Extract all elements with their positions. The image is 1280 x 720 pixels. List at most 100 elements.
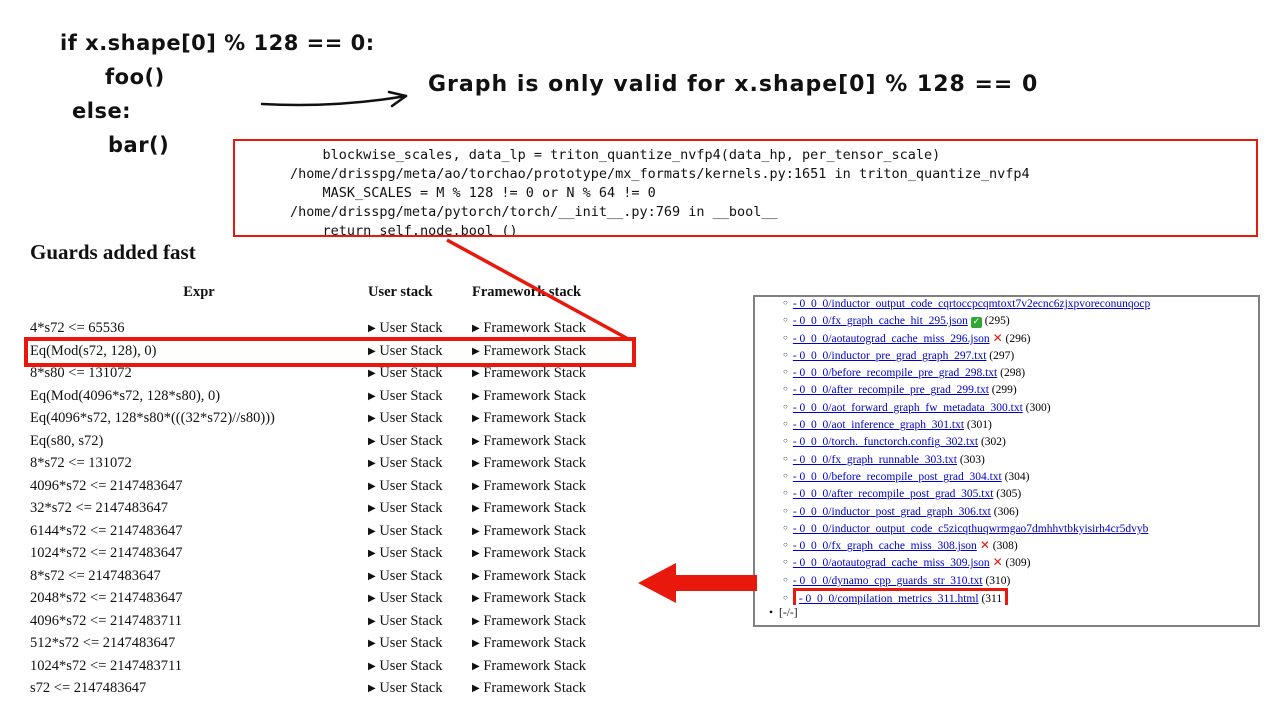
circle-bullet-icon: ○ (783, 332, 788, 342)
expand-triangle-icon: ▶ (472, 435, 480, 447)
file-link[interactable]: - 0_0_0/torch._functorch.config_302.txt (792, 436, 979, 449)
framework-stack-toggle[interactable]: ▶ Framework Stack (472, 475, 637, 498)
expand-triangle-icon: ▶ (368, 638, 376, 649)
framework-stack-toggle[interactable]: ▶ Framework Stack (472, 632, 637, 655)
user-stack-toggle[interactable]: ▶ User Stack (368, 362, 472, 385)
expand-triangle-icon: ▶ (472, 660, 480, 672)
user-stack-toggle[interactable]: ▶ User Stack (368, 520, 472, 543)
user-stack-toggle[interactable]: ▶ User Stack (368, 430, 472, 453)
guards-table-body: 4*s72 <= 65536▶ User Stack▶ Framework St… (30, 317, 642, 700)
framework-stack-toggle[interactable]: ▶ Framework Stack (472, 542, 637, 565)
user-stack-toggle[interactable]: ▶ User Stack (368, 385, 472, 408)
file-list-item: ○- 0_0_0/aot_forward_graph_fw_metadata_3… (761, 398, 1258, 415)
file-link[interactable]: - 0_0_0/before_recompile_post_grad_304.t… (792, 470, 1002, 483)
user-stack-toggle[interactable]: ▶ User Stack (368, 475, 472, 498)
file-anchor-number: (298) (997, 367, 1026, 380)
expand-triangle-icon: ▶ (472, 458, 480, 469)
expand-triangle-icon: ▶ (368, 683, 376, 694)
user-stack-toggle[interactable]: ▶ User Stack (368, 452, 472, 475)
file-list-item: ○- 0_0_0/dynamo_cpp_guards_str_310.txt (… (761, 571, 1258, 588)
framework-stack-toggle[interactable]: ▶ Framework Stack (472, 677, 637, 700)
file-link[interactable]: - 0_0_0/aot_forward_graph_fw_metadata_30… (792, 401, 1023, 414)
expand-triangle-icon: ▶ (472, 638, 480, 649)
framework-stack-toggle[interactable]: ▶ Framework Stack (472, 497, 637, 520)
expand-triangle-icon: ▶ (472, 368, 480, 379)
expand-triangle-icon: ▶ (472, 480, 480, 492)
user-stack-toggle[interactable]: ▶ User Stack (368, 587, 472, 610)
guard-expr: 512*s72 <= 2147483647 (30, 635, 176, 651)
file-anchor-number: (301) (964, 419, 992, 432)
file-link[interactable]: - 0_0_0/aotautograd_cache_miss_309.json (792, 557, 990, 570)
file-anchor-number: (311 (978, 593, 1003, 606)
file-link[interactable]: - 0_0_0/before_recompile_pre_grad_298.tx… (792, 367, 998, 380)
guard-row: Eq(s80, s72)▶ User Stack▶ Framework Stac… (30, 430, 642, 453)
file-entry: - 0_0_0/dynamo_cpp_guards_str_310.txt (3… (793, 571, 1011, 588)
file-link[interactable]: - 0_0_0/after_recompile_pre_grad_299.txt (792, 384, 989, 397)
file-entry: - 0_0_0/fx_graph_runnable_303.txt (303) (793, 450, 985, 467)
file-entry: - 0_0_0/fx_graph_cache_hit_295.json✓ (29… (792, 311, 1010, 329)
framework-stack-toggle[interactable]: ▶ Framework Stack (472, 407, 637, 430)
trace-line: /home/drisspg/meta/ao/torchao/prototype/… (290, 166, 1030, 182)
user-stack-toggle[interactable]: ▶ User Stack (368, 407, 472, 430)
footer-label: [-/-] (779, 607, 798, 620)
file-entry: - 0_0_0/before_recompile_pre_grad_298.tx… (793, 363, 1025, 380)
red-arrow-icon (638, 563, 757, 603)
handwritten-code-snippet: if x.shape[0] % 128 == 0: foo() else: ba… (60, 26, 375, 162)
circle-bullet-icon: ○ (783, 593, 788, 603)
framework-stack-toggle[interactable]: ▶ Framework Stack (472, 362, 637, 385)
file-list-item: ○ - 0_0_0/compilation_metrics_311.html (3… (761, 588, 1258, 606)
file-link[interactable]: - 0_0_0/fx_graph_cache_miss_308.json (792, 540, 977, 553)
framework-stack-toggle[interactable]: ▶ Framework Stack (472, 587, 637, 610)
file-entry: - 0_0_0/aot_inference_graph_301.txt (301… (793, 415, 992, 432)
user-stack-toggle[interactable]: ▶ User Stack (368, 565, 472, 588)
file-link[interactable]: - 0_0_0/inductor_post_grad_graph_306.txt (792, 505, 991, 518)
framework-stack-toggle[interactable]: ▶ Framework Stack (472, 385, 637, 408)
file-anchor-number: (300) (1022, 401, 1051, 414)
file-link[interactable]: - 0_0_0/fx_graph_runnable_303.txt (792, 453, 958, 466)
user-stack-toggle[interactable]: ▶ User Stack (368, 677, 472, 700)
framework-stack-toggle[interactable]: ▶ Framework Stack (472, 452, 637, 475)
flow-arrow-head-icon (387, 90, 408, 108)
framework-stack-toggle[interactable]: ▶ Framework Stack (472, 317, 637, 340)
file-link[interactable]: - 0_0_0/inductor_output_code_c5zicqthuqw… (792, 522, 1149, 535)
guards-table: Expr User stack Framework stack 4*s72 <=… (30, 279, 642, 700)
user-stack-toggle[interactable]: ▶ User Stack (368, 497, 472, 520)
user-stack-toggle[interactable]: ▶ User Stack (368, 610, 472, 633)
guard-row: s72 <= 2147483647▶ User Stack▶ Framework… (30, 677, 642, 700)
expand-triangle-icon: ▶ (472, 503, 480, 514)
guard-row: 8*s72 <= 2147483647▶ User Stack▶ Framewo… (30, 565, 642, 588)
file-link[interactable]: - 0_0_0/dynamo_cpp_guards_str_310.txt (792, 574, 983, 587)
file-link[interactable]: - 0_0_0/inductor_pre_grad_graph_297.txt (792, 349, 987, 362)
framework-stack-toggle[interactable]: ▶ Framework Stack (472, 520, 637, 543)
guard-expr: 6144*s72 <= 2147483647 (30, 522, 183, 539)
file-anchor-number: (304) (1001, 470, 1030, 483)
guards-table-header: Expr User stack Framework stack (30, 279, 642, 305)
code-line: else: (72, 99, 132, 123)
file-link[interactable]: - 0_0_0/fx_graph_cache_hit_295.json (792, 315, 968, 328)
circle-bullet-icon: ○ (783, 505, 788, 515)
tlparse-file-panel: ○ - 0_0_0/inductor_output_code_cqrtoccpcq… (753, 295, 1260, 627)
file-link[interactable]: - 0_0_0/inductor_output_code_cqrtoccpcqm… (792, 298, 1151, 310)
user-stack-toggle[interactable]: ▶ User Stack (368, 632, 472, 655)
file-entry: - 0_0_0/after_recompile_post_grad_305.tx… (793, 484, 1021, 501)
file-link[interactable]: - 0_0_0/aot_inference_graph_301.txt (792, 419, 965, 432)
user-stack-toggle[interactable]: ▶ User Stack (368, 655, 472, 678)
user-stack-toggle[interactable]: ▶ User Stack (368, 340, 472, 363)
user-stack-toggle[interactable]: ▶ User Stack (368, 317, 472, 340)
framework-stack-toggle[interactable]: ▶ Framework Stack (472, 565, 637, 588)
file-list-item: ○- 0_0_0/inductor_pre_grad_graph_297.txt… (761, 346, 1258, 363)
framework-stack-toggle[interactable]: ▶ Framework Stack (472, 610, 637, 633)
file-link[interactable]: - 0_0_0/after_recompile_post_grad_305.tx… (792, 488, 994, 501)
guard-expr: 32*s72 <= 2147483647 (30, 500, 168, 516)
file-link[interactable]: - 0_0_0/aotautograd_cache_miss_296.json (792, 332, 990, 345)
file-link[interactable]: - 0_0_0/compilation_metrics_311.html (798, 593, 979, 606)
guard-row: 2048*s72 <= 2147483647▶ User Stack▶ Fram… (30, 587, 642, 610)
framework-stack-toggle[interactable]: ▶ Framework Stack (472, 430, 637, 453)
guard-row: 1024*s72 <= 2147483647▶ User Stack▶ Fram… (30, 542, 642, 565)
user-stack-toggle[interactable]: ▶ User Stack (368, 542, 472, 565)
framework-stack-toggle[interactable]: ▶ Framework Stack (472, 340, 637, 363)
col-user-stack: User stack (368, 284, 433, 300)
expand-triangle-icon: ▶ (368, 323, 376, 334)
file-entry: - 0_0_0/after_recompile_pre_grad_299.txt… (793, 380, 1017, 397)
framework-stack-toggle[interactable]: ▶ Framework Stack (472, 655, 637, 678)
